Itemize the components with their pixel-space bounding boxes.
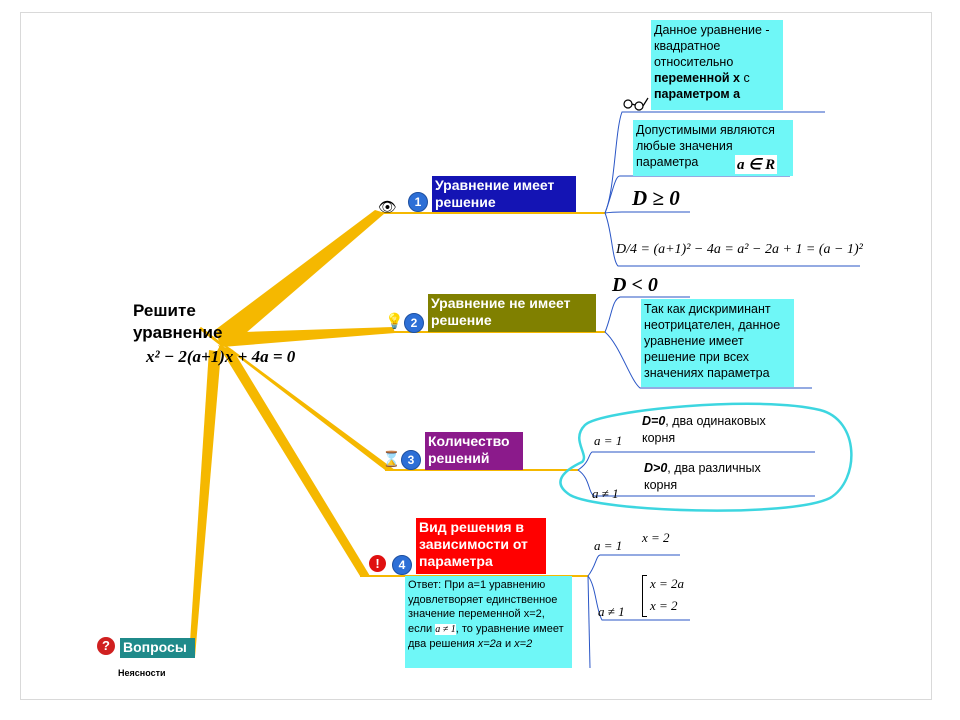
condition-d-ge-0: D ≥ 0 bbox=[632, 186, 680, 210]
central-equation: x² − 2(a+1)x + 4a = 0 bbox=[146, 347, 296, 366]
note-nonneg-discriminant: Так как дискриминант неотрицателен, данн… bbox=[641, 299, 794, 387]
questions-topic[interactable]: Вопросы bbox=[120, 638, 195, 658]
condition-d-lt-0: D < 0 bbox=[612, 274, 658, 296]
discriminant-formula: D/4 = (a+1)² − 4a = a² − 2a + 1 = (a − 1… bbox=[616, 242, 863, 257]
questions-sub: Неясности bbox=[118, 668, 166, 678]
branch-q-stem bbox=[189, 350, 221, 657]
branch-4-topic[interactable]: Вид решения в зависимости от параметра bbox=[416, 518, 546, 574]
note-variable-text1: Данное уравнение - квадратное относитель… bbox=[654, 23, 770, 69]
note-nonneg-text: Так как дискриминант неотрицателен, данн… bbox=[644, 302, 781, 380]
answer-note: Ответ: При a=1 уравнению удовлетворяет е… bbox=[405, 576, 572, 668]
highlight-ellipse bbox=[559, 402, 853, 512]
lightbulb-icon: 💡 bbox=[385, 313, 404, 330]
branch-4-title: Вид решения в зависимости от параметра bbox=[419, 519, 528, 569]
branch-2-number: 2 bbox=[404, 313, 424, 333]
note-variable-bold1: переменной x bbox=[654, 71, 740, 85]
question-icon: ? bbox=[97, 637, 115, 655]
branch-2-stem bbox=[215, 327, 395, 347]
branch-3-stem bbox=[216, 340, 395, 470]
branch-1-topic[interactable]: Уравнение имеет решение bbox=[432, 176, 576, 212]
case-d-gt-0: D>0, два различных корня bbox=[644, 460, 794, 494]
branch-1-stem bbox=[215, 210, 385, 345]
branch-3-number: 3 bbox=[401, 450, 421, 470]
case4-system-bracket bbox=[642, 575, 647, 617]
glasses-icon bbox=[623, 97, 649, 111]
branch-3-title: Количество решений bbox=[428, 433, 510, 466]
branch-2-title: Уравнение не имеет решение bbox=[431, 295, 571, 328]
branch-4-stem bbox=[218, 345, 370, 576]
answer-and: и bbox=[501, 638, 515, 650]
case-d-eq-0: D=0, два одинаковых корня bbox=[642, 413, 792, 447]
case-a-eq-1: a = 1 bbox=[594, 433, 623, 448]
branch-2-topic[interactable]: Уравнение не имеет решение bbox=[428, 294, 596, 332]
answer-x1: x=2a bbox=[477, 638, 502, 650]
branch-1-number: 1 bbox=[408, 192, 428, 212]
note-variable: Данное уравнение - квадратное относитель… bbox=[651, 20, 783, 110]
case-d-eq-0-text: , два одинаковых корня bbox=[642, 414, 766, 445]
case-a-ne-1: a ≠ 1 bbox=[592, 486, 619, 501]
case-d-eq-0-bold: D=0 bbox=[642, 414, 666, 428]
branch-1-title: Уравнение имеет решение bbox=[435, 177, 555, 210]
answer-part1: Ответ: При a=1 уравнению удовлетворяет е… bbox=[408, 579, 558, 635]
central-title: Решите уравнение bbox=[133, 301, 223, 342]
questions-title: Вопросы bbox=[123, 639, 187, 655]
branch-4-number: 4 bbox=[392, 555, 412, 575]
exclamation-icon: ! bbox=[369, 555, 386, 572]
answer-math: a ≠ 1 bbox=[435, 623, 456, 635]
case-d-gt-0-bold: D>0 bbox=[644, 461, 668, 475]
note-params-text: Допустимыми являются любые значения пара… bbox=[636, 123, 775, 169]
center-spikes bbox=[199, 320, 248, 361]
branch-3-topic[interactable]: Количество решений bbox=[425, 432, 523, 470]
answer-part2: , то уравнение имеет два решения bbox=[408, 622, 564, 651]
note-variable-text2: с bbox=[739, 71, 750, 85]
case-d-gt-0-text: , два различных корня bbox=[644, 461, 761, 492]
case4-result-x2a: x = 2a bbox=[650, 576, 685, 591]
hourglass-icon: ⌛ bbox=[382, 451, 401, 468]
case4-a-ne-1: a ≠ 1 bbox=[598, 604, 625, 619]
case4-result-x2b: x = 2 bbox=[650, 598, 678, 613]
answer-x2: x=2 bbox=[514, 638, 533, 650]
param-domain: a ∈ R bbox=[735, 155, 778, 174]
note-variable-bold2: параметром a bbox=[654, 87, 741, 101]
case4-result-x2: x = 2 bbox=[642, 530, 670, 545]
case4-a-eq-1: a = 1 bbox=[594, 538, 623, 553]
eye-icon: 👁 bbox=[378, 199, 398, 216]
